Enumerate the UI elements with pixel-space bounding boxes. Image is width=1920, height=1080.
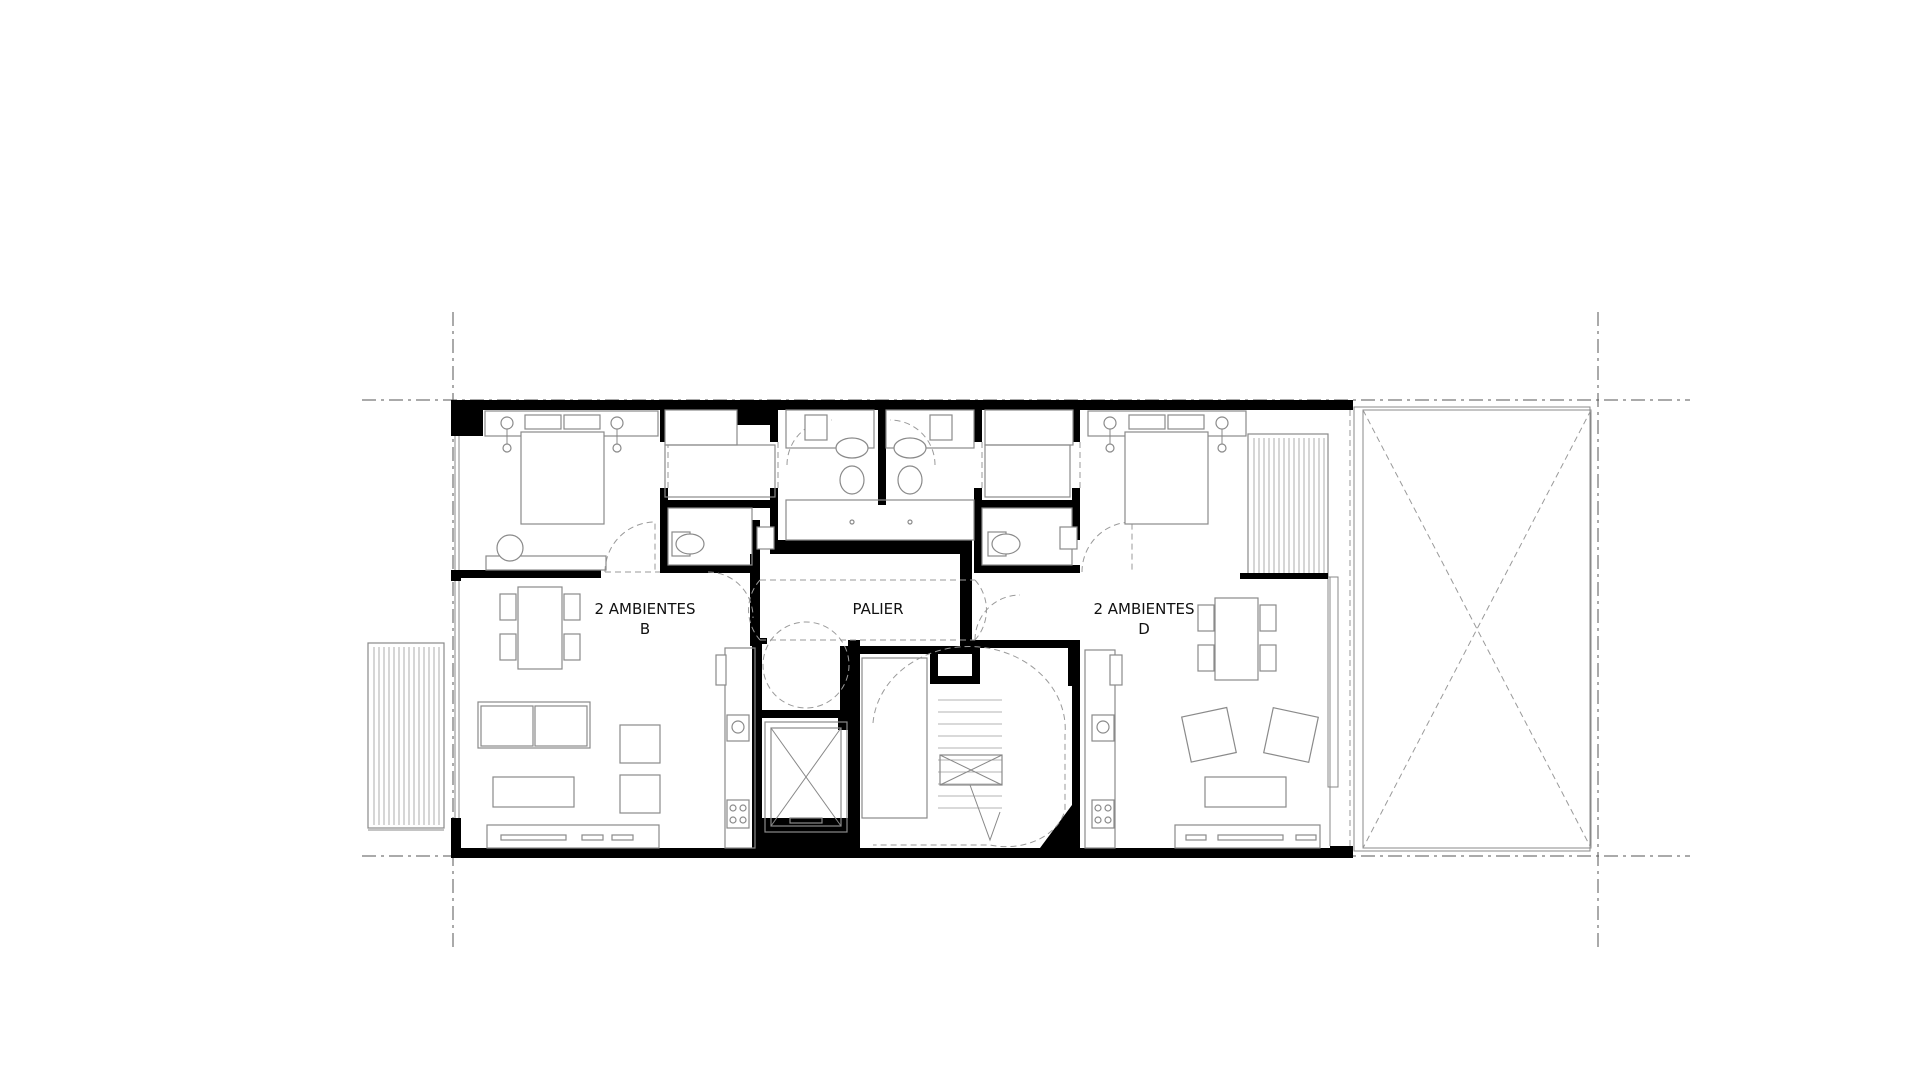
label-unit-b-letter: B xyxy=(640,620,650,638)
bedroom-right xyxy=(984,409,1247,525)
terrace xyxy=(1349,406,1592,852)
label-unit-d-letter: D xyxy=(1138,620,1150,638)
walls xyxy=(451,400,1353,858)
bedroom-left xyxy=(484,409,776,571)
label-unit-b-type: 2 AMBIENTES xyxy=(594,600,695,618)
stair xyxy=(861,646,1066,848)
windows xyxy=(454,436,1331,846)
living-left xyxy=(477,586,756,849)
bathroom-center xyxy=(785,409,975,541)
bathroom-left xyxy=(667,507,775,566)
bathroom-right xyxy=(981,507,1078,566)
label-palier: PALIER xyxy=(852,600,903,618)
doors xyxy=(604,419,1133,641)
room-labels: 2 AMBIENTES B PALIER 2 AMBIENTES D xyxy=(594,600,1194,638)
elevator xyxy=(762,621,850,833)
label-unit-d-type: 2 AMBIENTES xyxy=(1093,600,1194,618)
living-right xyxy=(1084,597,1321,849)
balcony-left xyxy=(367,642,445,831)
balcony-right xyxy=(1247,433,1339,788)
